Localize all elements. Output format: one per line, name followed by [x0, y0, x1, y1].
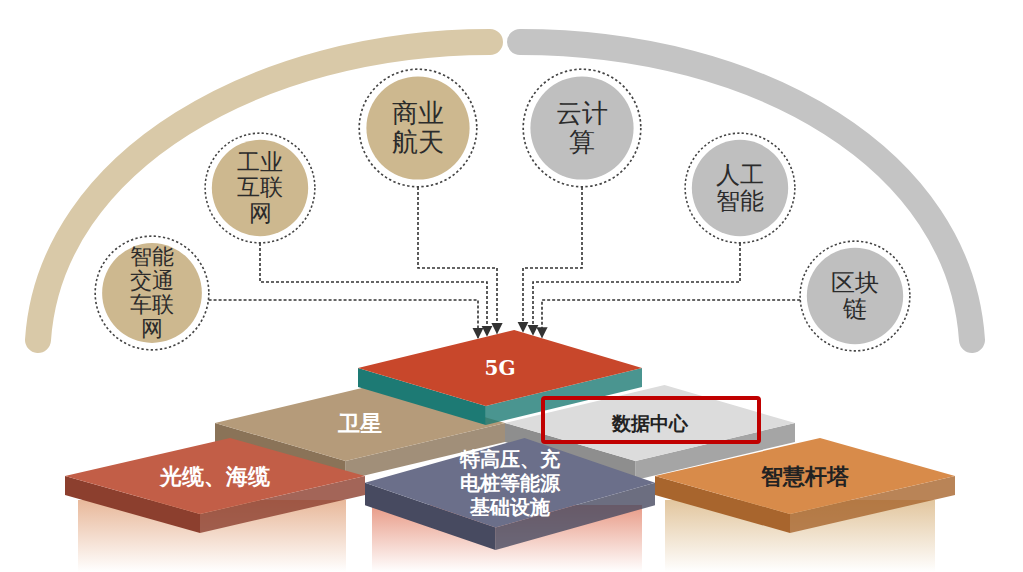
label-holder: 商业航天: [358, 68, 478, 188]
label-holder: 区块链: [799, 240, 911, 352]
label-holder: 光缆、海缆: [65, 438, 365, 514]
circle-fill: [102, 243, 202, 343]
highlight-box: [543, 398, 759, 442]
circle-fill: [212, 140, 308, 236]
circle-label: 商业航天: [392, 99, 444, 156]
dotted-connector: [418, 187, 497, 333]
dotted-connector: [209, 300, 478, 338]
circle-label: 智能交通车联网: [130, 245, 174, 342]
dotted-ring: [205, 133, 315, 243]
tile-top: [65, 438, 365, 514]
label-holder: 智能交通车联网: [94, 235, 210, 351]
tile-label: 卫星: [338, 410, 382, 436]
circle-label: 区块链: [831, 270, 879, 323]
circle-fill: [692, 140, 788, 236]
dotted-ring: [523, 69, 641, 187]
dotted-ring: [95, 236, 209, 350]
concept-circle: 工业互联网: [204, 132, 316, 244]
dotted-connector: [533, 243, 740, 335]
concept-circle: 人工智能: [684, 132, 796, 244]
dotted-ring: [800, 241, 910, 351]
label-holder: 工业互联网: [204, 132, 316, 244]
platform-tile: 特高压、充电桩等能源基础设施: [365, 438, 655, 550]
concept-circle: 商业航天: [358, 68, 478, 188]
dotted-connector: [260, 243, 487, 336]
tile-label: 特高压、充电桩等能源基础设施: [457, 447, 563, 519]
tile-label: 数据中心: [612, 412, 688, 435]
tile-top: [358, 330, 642, 406]
circle-label: 人工智能: [716, 162, 764, 215]
right-arc: [520, 42, 972, 340]
dotted-ring: [359, 69, 477, 187]
platform-tile: 智慧杆塔: [655, 438, 955, 533]
circle-label: 工业互联网: [237, 150, 283, 226]
circle-fill: [366, 76, 469, 179]
tile-label: 智慧杆塔: [761, 463, 849, 489]
label-holder: 5G: [358, 330, 642, 406]
platform-tile: 光缆、海缆: [65, 438, 365, 533]
label-holder: 人工智能: [684, 132, 796, 244]
label-holder: 云计算: [522, 68, 642, 188]
tile-top: [365, 438, 655, 528]
dotted-connector: [523, 187, 582, 332]
circle-label: 云计算: [556, 99, 608, 156]
dotted-ring: [685, 133, 795, 243]
label-holder: 特高压、充电桩等能源基础设施: [365, 438, 655, 528]
tile-label: 5G: [485, 356, 516, 380]
tile-label: 光缆、海缆: [160, 463, 270, 489]
dotted-connector: [542, 300, 800, 337]
concept-circle: 智能交通车联网: [94, 235, 210, 351]
circle-fill: [530, 76, 633, 179]
tile-top: [655, 438, 955, 514]
concept-circle: 区块链: [799, 240, 911, 352]
circle-fill: [807, 248, 903, 344]
label-holder: 智慧杆塔: [655, 438, 955, 514]
concept-circle: 云计算: [522, 68, 642, 188]
platform-tile: 5G: [358, 330, 642, 425]
